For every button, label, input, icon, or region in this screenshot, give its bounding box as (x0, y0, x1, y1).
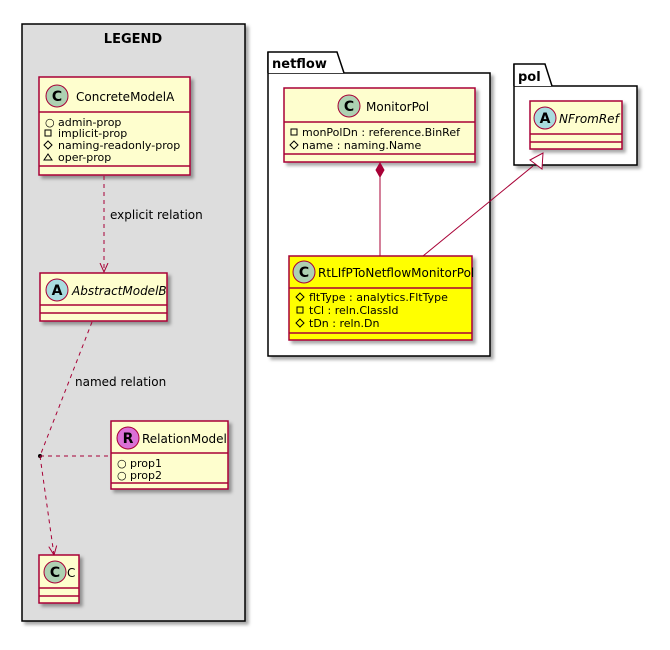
class-abstract-model-b[interactable]: A AbstractModelB (39, 272, 168, 322)
named-relation-label: named relation (75, 375, 166, 389)
class-monitorpol[interactable]: C MonitorPol monPolDn : reference.BinRef… (283, 87, 476, 163)
class-prop: prop2 (130, 469, 162, 482)
class-prop: admin-prop (58, 116, 121, 129)
visibility-private-icon (296, 306, 304, 314)
abstract-stereotype-icon (45, 278, 69, 302)
package-name: netflow (272, 57, 327, 72)
class-name: MonitorPol (366, 100, 429, 114)
class-stereotype-letter: C (299, 265, 309, 281)
visibility-protected-icon (289, 140, 299, 150)
visibility-protected-icon (295, 318, 305, 328)
class-concrete-model-a[interactable]: C ConcreteModelA ○ admin-prop implicit-p… (38, 76, 191, 176)
relation-stereotype-icon (116, 426, 140, 450)
visibility-private-icon (44, 129, 52, 137)
class-name: ConcreteModelA (76, 90, 175, 104)
class-name: AbstractModelB (71, 284, 167, 298)
visibility-private-icon (290, 128, 298, 136)
class-prop: monPolDn : reference.BinRef (302, 126, 461, 139)
explicit-relation-label: explicit relation (110, 208, 203, 222)
visibility-public-icon: ○ (117, 457, 127, 470)
class-prop: tDn : reln.Dn (309, 317, 379, 330)
package-netflow: netflow C MonitorPol monPolDn : referenc… (267, 51, 491, 357)
visibility-public-icon: ○ (45, 116, 55, 129)
visibility-protected-icon (43, 140, 53, 150)
class-name: RelationModel (142, 432, 227, 446)
relation-target-line (39, 455, 54, 555)
class-prop: oper-prop (58, 151, 111, 164)
package-name: pol (518, 70, 541, 85)
visibility-protected-icon (295, 292, 305, 302)
class-prop: fltType : analytics.FltType (309, 291, 448, 304)
class-nfromref[interactable]: A NFromRef (529, 100, 623, 150)
legend-title: LEGEND (104, 32, 163, 47)
class-prop: name : naming.Name (302, 139, 422, 152)
generalization-line (422, 165, 534, 257)
legend-panel: LEGEND C ConcreteModelA ○ admin-prop imp… (21, 23, 246, 622)
class-stereotype-icon (337, 94, 361, 118)
class-prop: tCl : reln.ClassId (309, 304, 399, 317)
composition-diamond-icon (375, 161, 385, 179)
class-prop: prop1 (130, 457, 162, 470)
class-relation-model[interactable]: R RelationModel ○ prop1 ○ prop2 (110, 420, 229, 490)
class-prop: naming-readonly-prop (58, 139, 180, 152)
class-stereotype-letter: R (123, 431, 134, 447)
visibility-public-icon: ○ (117, 469, 127, 482)
class-c[interactable]: C C (38, 554, 80, 604)
class-stereotype-letter: A (540, 111, 551, 127)
class-stereotype-letter: A (52, 283, 63, 299)
class-stereotype-letter: C (344, 99, 354, 115)
class-stereotype-letter: C (52, 89, 62, 105)
class-name: C (67, 566, 75, 580)
class-stereotype-icon (43, 560, 67, 584)
class-stereotype-icon (292, 260, 316, 284)
abstract-stereotype-icon (533, 106, 557, 130)
class-stereotype-letter: C (50, 565, 60, 581)
class-name: NFromRef (559, 112, 621, 126)
class-stereotype-icon (45, 84, 69, 108)
class-name: RtLIfPToNetflowMonitorPol (318, 266, 474, 280)
class-prop: implicit-prop (58, 127, 127, 140)
generalization-triangle-icon (529, 152, 544, 170)
package-pol: pol A NFromRef (513, 63, 638, 166)
visibility-package-icon (43, 153, 53, 161)
class-rtlifptonetflowmonitorpol[interactable]: C RtLIfPToNetflowMonitorPol fltType : an… (288, 255, 474, 341)
